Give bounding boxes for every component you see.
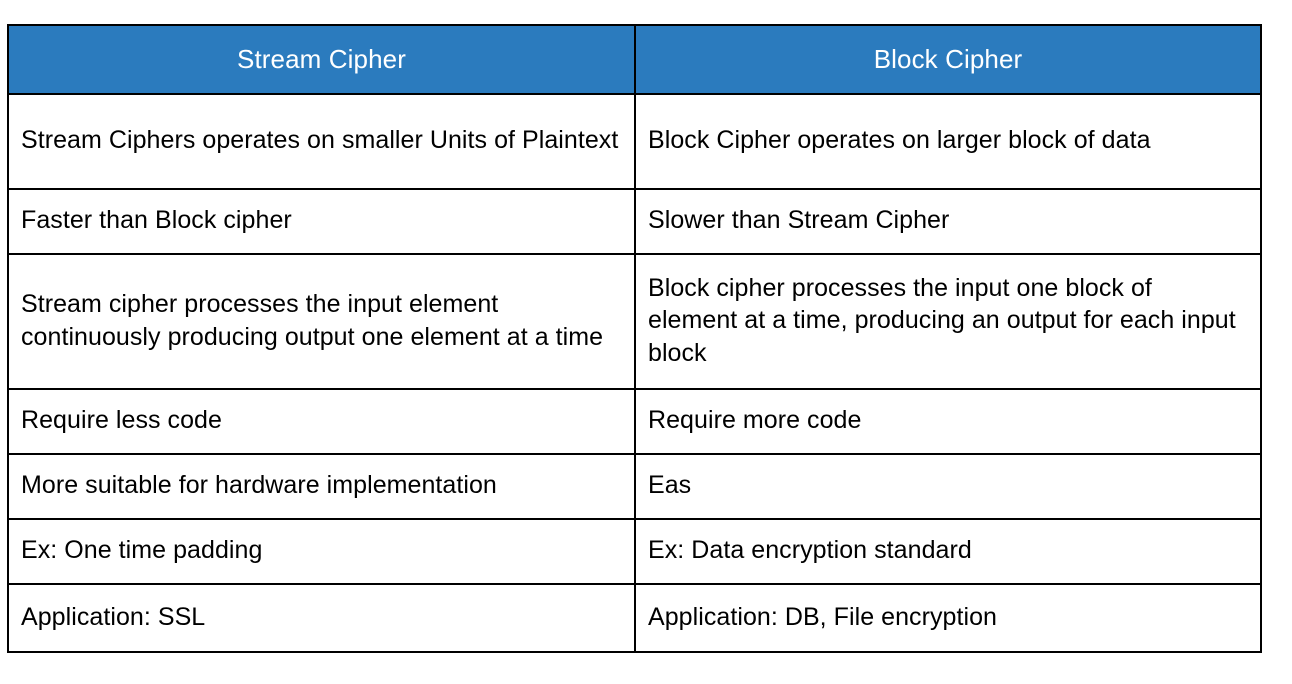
cell-block-cipher: Block cipher processes the input one blo…: [634, 253, 1262, 390]
cell-text: Application: SSL: [21, 602, 206, 631]
cell-text: More suitable for hardware implementatio…: [21, 471, 497, 500]
cell-text: Stream cipher processes the input elemen…: [21, 290, 604, 351]
cell-block-cipher: Slower than Stream Cipher: [634, 188, 1262, 255]
cell-block-cipher: Block Cipher operates on larger block of…: [634, 93, 1262, 190]
table-row: Require less code Require more code: [7, 388, 1262, 455]
cell-text: Require less code: [21, 406, 222, 435]
cell-stream-cipher: Stream Ciphers operates on smaller Units…: [7, 93, 636, 190]
table-row: Stream Ciphers operates on smaller Units…: [7, 93, 1262, 190]
cell-stream-cipher: Stream cipher processes the input elemen…: [7, 253, 636, 390]
cell-stream-cipher: Ex: One time padding: [7, 518, 636, 585]
cell-text: Block Cipher operates on larger block of…: [648, 126, 1151, 155]
cell-text: Application: DB, File encryption: [648, 602, 997, 631]
table-row: Application: SSL Application: DB, File e…: [7, 583, 1262, 653]
table-row: More suitable for hardware implementatio…: [7, 453, 1262, 520]
cell-text: Ex: One time padding: [21, 536, 263, 565]
cell-text: Eas: [648, 471, 692, 500]
table-row: Stream cipher processes the input elemen…: [7, 253, 1262, 390]
cell-text: Faster than Block cipher: [21, 206, 292, 235]
cell-text: Require more code: [648, 406, 862, 435]
cipher-comparison-table: Stream Cipher Block Cipher Stream Cipher…: [7, 24, 1262, 653]
column-header-stream-cipher: Stream Cipher: [7, 24, 636, 95]
table-body: Stream Ciphers operates on smaller Units…: [7, 93, 1262, 653]
cell-block-cipher: Eas: [634, 453, 1262, 520]
table-header: Stream Cipher Block Cipher: [7, 24, 1262, 95]
header-row: Stream Cipher Block Cipher: [7, 24, 1262, 95]
cell-block-cipher: Application: DB, File encryption: [634, 583, 1262, 653]
cell-text: Stream Ciphers operates on smaller Units…: [21, 126, 619, 155]
table-row: Ex: One time padding Ex: Data encryption…: [7, 518, 1262, 585]
cell-stream-cipher: Application: SSL: [7, 583, 636, 653]
cell-stream-cipher: Require less code: [7, 388, 636, 455]
table-row: Faster than Block cipher Slower than Str…: [7, 188, 1262, 255]
cell-stream-cipher: Faster than Block cipher: [7, 188, 636, 255]
column-header-block-cipher: Block Cipher: [634, 24, 1262, 95]
cell-block-cipher: Ex: Data encryption standard: [634, 518, 1262, 585]
cell-text: Slower than Stream Cipher: [648, 206, 950, 235]
cell-text: Block cipher processes the input one blo…: [648, 273, 1236, 367]
cell-block-cipher: Require more code: [634, 388, 1262, 455]
cell-text: Ex: Data encryption standard: [648, 536, 972, 565]
cell-stream-cipher: More suitable for hardware implementatio…: [7, 453, 636, 520]
